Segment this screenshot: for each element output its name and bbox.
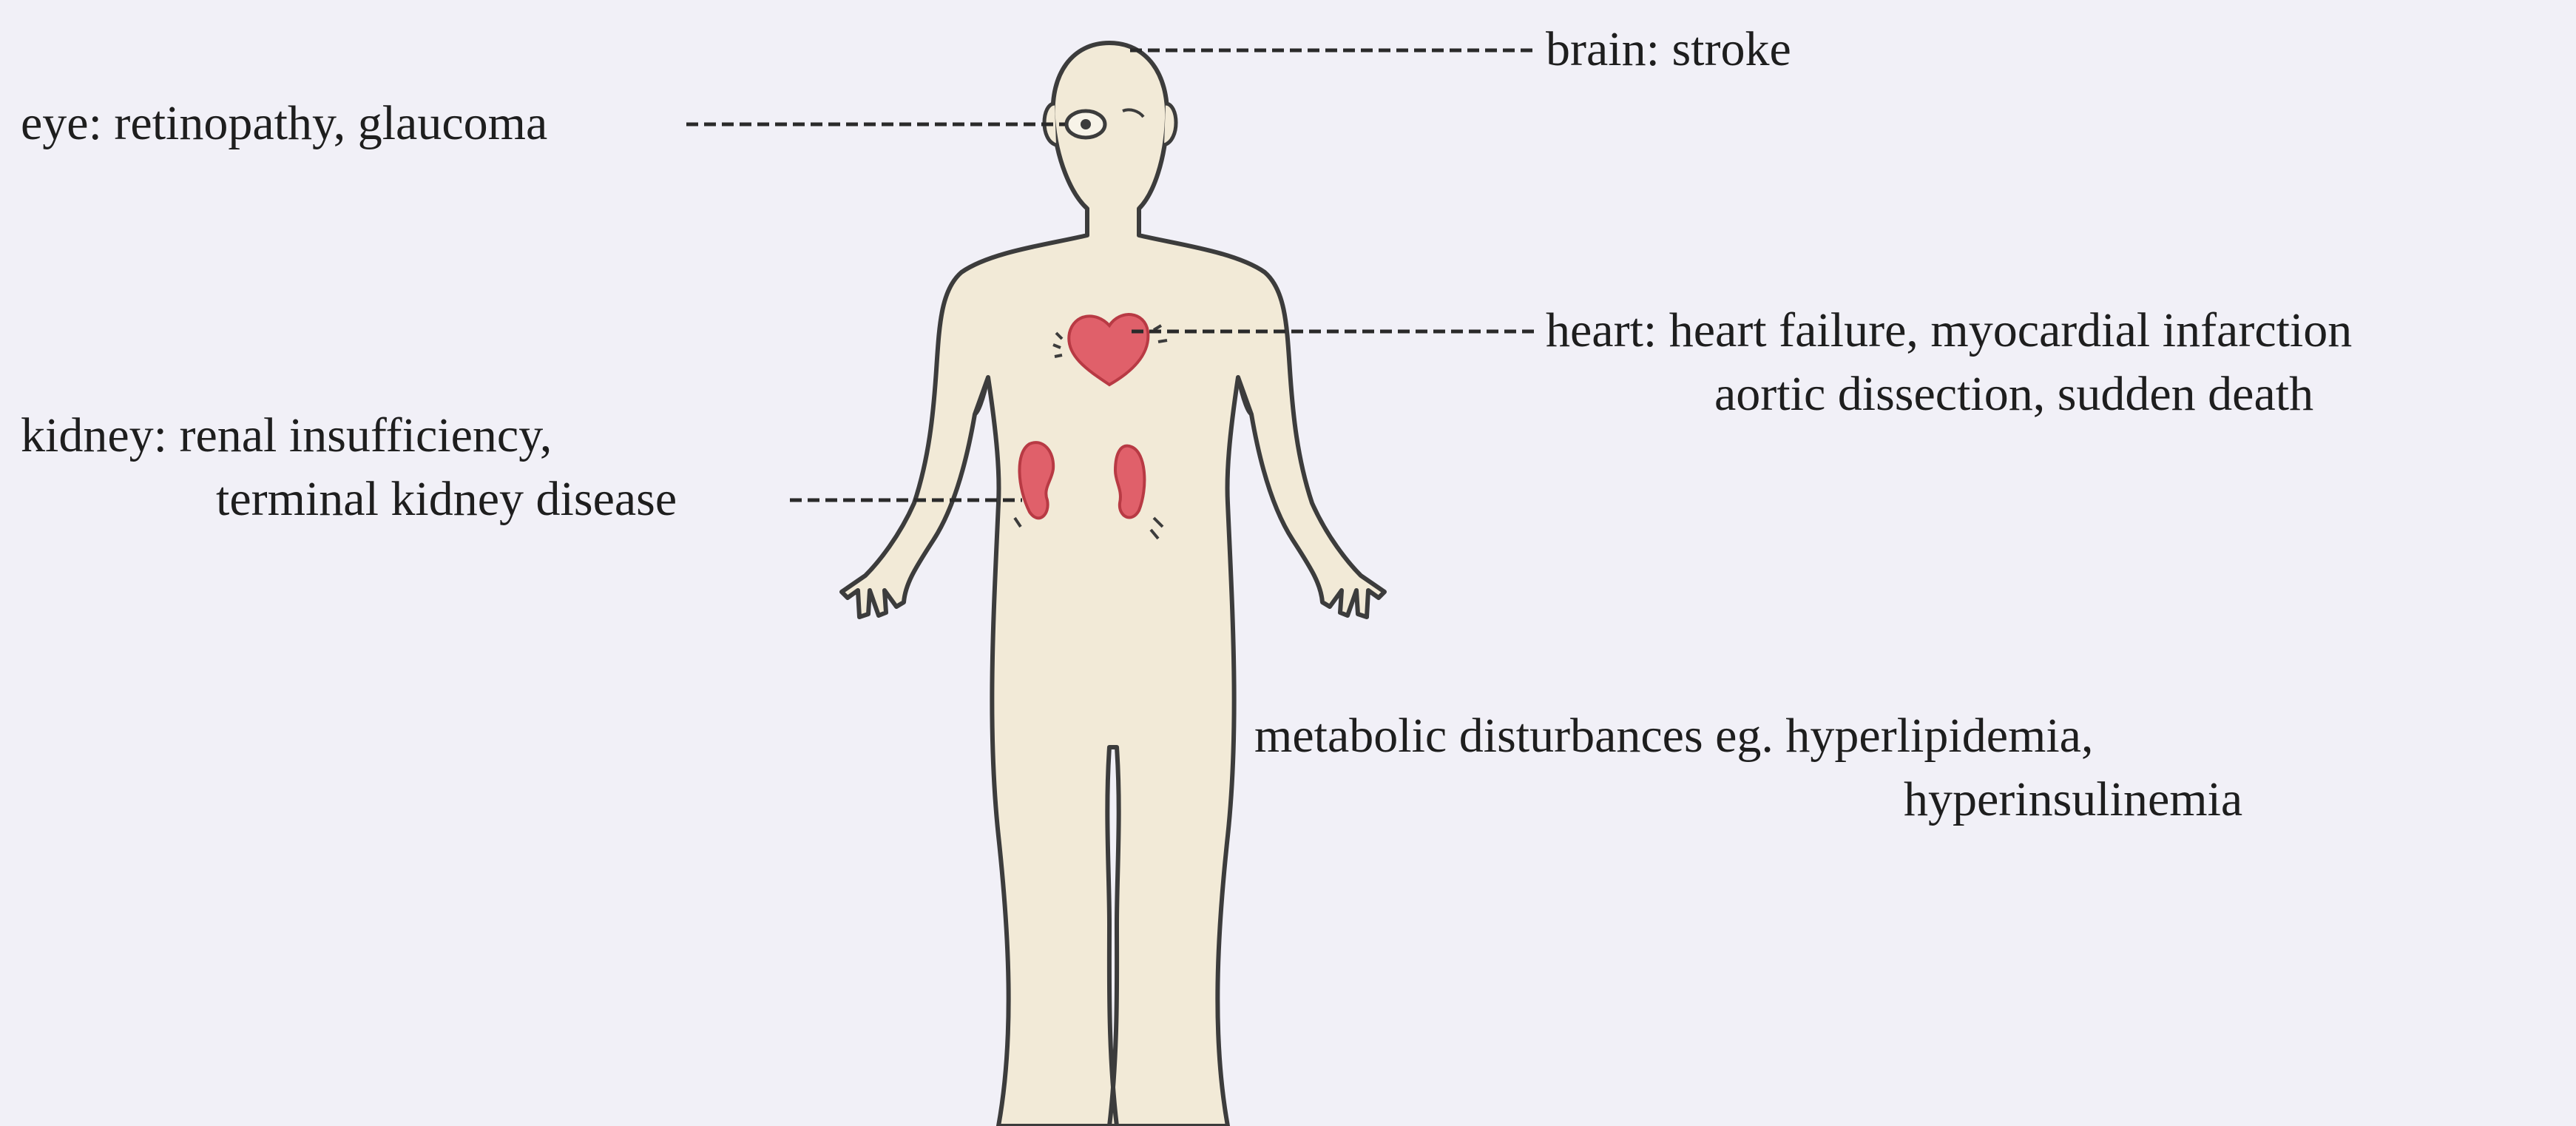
body-outline xyxy=(842,43,1385,1126)
kidney-label-line1: kidney: renal insufficiency, xyxy=(21,405,552,466)
kidney-label-line2: terminal kidney disease xyxy=(216,469,677,530)
right-ear xyxy=(1164,104,1176,145)
heart-label-line2: aortic dissection, sudden death xyxy=(1714,364,2313,425)
eye-pupil xyxy=(1081,119,1091,129)
eye-label: eye: retinopathy, glaucoma xyxy=(21,93,547,154)
metabolic-label-line1: metabolic disturbances eg. hyperlipidemi… xyxy=(1254,706,2093,766)
kidney-right xyxy=(1115,446,1144,518)
heart-label-line1: heart: heart failure, myocardial infarct… xyxy=(1546,300,2352,361)
brain-label: brain: stroke xyxy=(1546,19,1791,80)
metabolic-label-line2: hyperinsulinemia xyxy=(1904,769,2242,830)
